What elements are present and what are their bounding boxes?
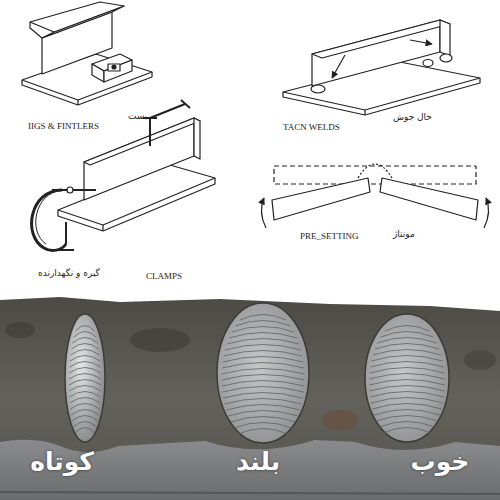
bead-ripple	[223, 393, 302, 399]
jig-drawing	[22, 2, 152, 105]
bead-ripple	[76, 326, 95, 332]
photo-label: کوتاه	[30, 448, 94, 477]
figure-caption: PRE_SETTING	[300, 231, 359, 241]
figure-caption: بست	[128, 111, 147, 121]
bead-ripple	[73, 338, 98, 344]
bead-ripple	[69, 392, 100, 398]
bead-ripple	[373, 350, 441, 356]
bead-ripple	[235, 321, 290, 327]
bead-ripple	[238, 429, 288, 435]
bead-ripple	[69, 368, 101, 374]
bead-ripple	[383, 428, 430, 434]
figure-caption: گیره و نگهدارنده	[38, 268, 100, 278]
bead-ripple	[69, 374, 101, 380]
bead-ripple	[69, 386, 101, 392]
bead-ripple	[372, 356, 443, 362]
bead-ripple	[222, 381, 304, 387]
weld-bead	[365, 314, 449, 442]
bead-ripple	[224, 351, 303, 357]
figure-caption: CLAMPS	[146, 271, 182, 281]
bead-ripple	[370, 368, 445, 374]
bead-ripple	[371, 398, 443, 404]
bead-ripple	[234, 423, 292, 429]
figure-caption: IIGS & FINTLERS	[28, 121, 99, 131]
weld-bead	[217, 303, 309, 443]
bead-ripple	[72, 416, 98, 422]
bead-ripple	[223, 357, 304, 363]
weld-bead	[65, 314, 105, 442]
bead-ripple	[372, 404, 441, 410]
bead-ripple	[222, 363, 304, 369]
bead-ripple	[71, 344, 98, 350]
bead-ripple	[229, 333, 297, 339]
bead-ripple	[385, 326, 429, 332]
bead-ripple	[70, 398, 100, 404]
bead-ripple	[73, 422, 96, 428]
bead-ripple	[71, 410, 99, 416]
bead-ripple	[227, 339, 299, 345]
photo-label: خوب	[411, 448, 470, 477]
bead-ripple	[375, 344, 439, 350]
bead-ripple	[370, 362, 443, 368]
bead-ripple	[226, 405, 300, 411]
bead-ripple	[380, 422, 435, 428]
bead-ripple	[70, 362, 101, 368]
tack-weld-drawing	[283, 20, 480, 115]
bead-ripple	[225, 345, 301, 351]
bead-ripple	[222, 387, 303, 393]
bead-ripple	[70, 356, 100, 362]
photo-label: بلند	[236, 448, 280, 477]
bead-ripple	[377, 338, 436, 344]
weld-photo	[0, 297, 500, 500]
bead-ripple	[374, 410, 439, 416]
bead-ripple	[69, 380, 101, 386]
bead-ripple	[222, 375, 305, 381]
bead-ripple	[231, 417, 295, 423]
bead-ripple	[369, 374, 444, 380]
bead-ripple	[370, 392, 444, 398]
bead-ripple	[74, 332, 96, 338]
bead-ripple	[369, 380, 445, 386]
figure-caption: مونتاژ	[393, 229, 415, 239]
bead-ripple	[381, 332, 434, 338]
figure-caption: TACN WELDS	[283, 122, 340, 132]
bead-ripple	[232, 327, 294, 333]
bead-ripple	[377, 416, 438, 422]
presetting-drawing	[261, 164, 488, 228]
bead-ripple	[75, 428, 95, 434]
bead-ripple	[225, 399, 302, 405]
bead-ripple	[228, 411, 298, 417]
bead-ripple	[70, 404, 99, 410]
bead-ripple	[240, 315, 286, 321]
bead-ripple	[222, 369, 305, 375]
bead-ripple	[71, 350, 100, 356]
figure-caption: خال جوش	[393, 112, 432, 122]
bead-ripple	[369, 386, 444, 392]
